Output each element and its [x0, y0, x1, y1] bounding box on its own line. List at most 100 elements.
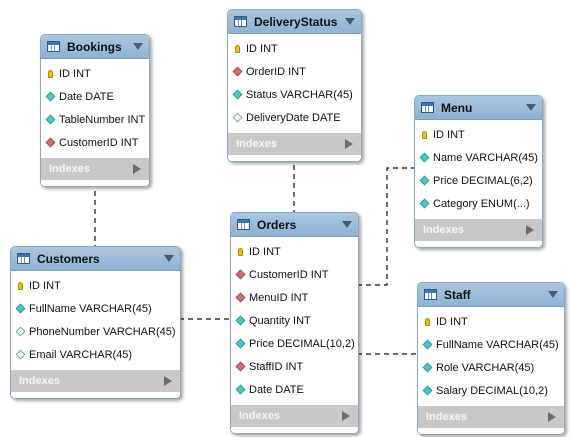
foreign-key-icon — [235, 269, 246, 280]
column-label: Email VARCHAR(45) — [29, 348, 133, 361]
expand-arrow-icon[interactable] — [526, 225, 534, 235]
table-header[interactable]: Bookings — [41, 35, 149, 59]
column-row[interactable]: FullName VARCHAR(45) — [418, 333, 564, 356]
table-header[interactable]: Staff — [418, 283, 564, 307]
not-null-column-icon — [15, 303, 26, 314]
table-header[interactable]: Orders — [231, 213, 358, 237]
expand-arrow-icon[interactable] — [133, 164, 141, 174]
relationship-orders-menu — [357, 167, 414, 286]
table-header[interactable]: DeliveryStatus — [228, 10, 361, 34]
expand-arrow-icon[interactable] — [342, 411, 350, 421]
table-header[interactable]: Customers — [11, 247, 180, 271]
not-null-column-icon — [422, 385, 433, 396]
table-icon — [421, 102, 434, 113]
not-null-column-icon — [419, 152, 430, 163]
column-label: FullName VARCHAR(45) — [436, 338, 559, 351]
column-row[interactable]: OrderID INT — [228, 60, 361, 83]
table-header[interactable]: Menu — [415, 96, 542, 120]
indexes-section[interactable]: Indexes — [41, 158, 149, 180]
indexes-label: Indexes — [426, 411, 467, 423]
primary-key-icon — [46, 68, 55, 79]
column-row[interactable]: CustomerID INT — [231, 263, 358, 286]
collapse-caret-icon[interactable] — [548, 291, 558, 298]
column-label: OrderID INT — [246, 65, 306, 78]
column-row[interactable]: Salary DECIMAL(10,2) — [418, 379, 564, 402]
collapse-caret-icon[interactable] — [133, 43, 143, 50]
column-row[interactable]: CustomerID INT — [41, 131, 149, 154]
indexes-label: Indexes — [19, 375, 60, 387]
column-row[interactable]: FullName VARCHAR(45) — [11, 297, 180, 320]
column-label: Name VARCHAR(45) — [433, 151, 538, 164]
column-row[interactable]: ID INT — [11, 274, 180, 297]
foreign-key-icon — [235, 361, 246, 372]
expand-arrow-icon[interactable] — [164, 376, 172, 386]
column-list: ID INT OrderID INT Status VARCHAR(45) Deliv… — [228, 34, 361, 133]
column-label: Date DATE — [59, 90, 114, 103]
column-row[interactable]: Role VARCHAR(45) — [418, 356, 564, 379]
foreign-key-icon — [45, 137, 56, 148]
table-icon — [47, 41, 60, 52]
column-label: ID INT — [59, 67, 91, 80]
table-staff[interactable]: Staff ID INT FullName VARCHAR(45) Role VARC… — [417, 282, 565, 435]
not-null-column-icon — [235, 384, 246, 395]
column-label: CustomerID INT — [59, 136, 139, 149]
not-null-column-icon — [45, 114, 56, 125]
column-row[interactable]: Category ENUM(...) — [415, 192, 542, 215]
column-list: ID INT Name VARCHAR(45) Price DECIMAL(6,2)… — [415, 120, 542, 219]
column-row[interactable]: Status VARCHAR(45) — [228, 83, 361, 106]
column-row[interactable]: DeliveryDate DATE — [228, 106, 361, 129]
primary-key-icon — [420, 129, 429, 140]
column-row[interactable]: Date DATE — [41, 85, 149, 108]
column-row[interactable]: StaffID INT — [231, 355, 358, 378]
column-row[interactable]: ID INT — [415, 123, 542, 146]
collapse-caret-icon[interactable] — [342, 221, 352, 228]
indexes-section[interactable]: Indexes — [418, 406, 564, 428]
column-row[interactable]: TableNumber INT — [41, 108, 149, 131]
not-null-column-icon — [235, 338, 246, 349]
column-row[interactable]: Price DECIMAL(6,2) — [415, 169, 542, 192]
indexes-label: Indexes — [239, 410, 280, 422]
column-label: Price DECIMAL(6,2) — [433, 174, 533, 187]
collapse-caret-icon[interactable] — [345, 18, 355, 25]
table-title: Staff — [444, 287, 471, 302]
table-bookings[interactable]: Bookings ID INT Date DATE TableNumber INT Cu… — [40, 34, 150, 187]
foreign-key-icon — [235, 292, 246, 303]
column-row[interactable]: Date DATE — [231, 378, 358, 401]
table-title: Menu — [441, 100, 473, 115]
indexes-section[interactable]: Indexes — [415, 219, 542, 241]
column-row[interactable]: Email VARCHAR(45) — [11, 343, 180, 366]
table-menu[interactable]: Menu ID INT Name VARCHAR(45) Price DECIMAL(… — [414, 95, 543, 248]
column-row[interactable]: PhoneNumber VARCHAR(45) — [11, 320, 180, 343]
nullable-column-icon — [232, 112, 243, 123]
table-title: Customers — [37, 251, 100, 266]
table-icon — [237, 219, 250, 230]
indexes-section[interactable]: Indexes — [11, 370, 180, 392]
table-title: Orders — [257, 217, 297, 232]
column-row[interactable]: ID INT — [231, 240, 358, 263]
column-list: ID INT Date DATE TableNumber INT CustomerID… — [41, 59, 149, 158]
column-row[interactable]: Quantity INT — [231, 309, 358, 332]
primary-key-icon — [236, 246, 245, 257]
column-row[interactable]: ID INT — [228, 37, 361, 60]
column-row[interactable]: MenuID INT — [231, 286, 358, 309]
column-row[interactable]: ID INT — [41, 62, 149, 85]
column-row[interactable]: Name VARCHAR(45) — [415, 146, 542, 169]
indexes-section[interactable]: Indexes — [231, 405, 358, 427]
collapse-caret-icon[interactable] — [526, 104, 536, 111]
indexes-section[interactable]: Indexes — [228, 133, 361, 155]
column-label: Quantity INT — [249, 314, 311, 327]
column-row[interactable]: Price DECIMAL(10,2) — [231, 332, 358, 355]
table-deliverystatus[interactable]: DeliveryStatus ID INT OrderID INT Status VA… — [227, 9, 362, 162]
expand-arrow-icon[interactable] — [345, 139, 353, 149]
not-null-column-icon — [232, 89, 243, 100]
column-label: DeliveryDate DATE — [246, 111, 341, 124]
expand-arrow-icon[interactable] — [548, 412, 556, 422]
nullable-column-icon — [15, 326, 26, 337]
foreign-key-icon — [232, 66, 243, 77]
column-row[interactable]: ID INT — [418, 310, 564, 333]
collapse-caret-icon[interactable] — [164, 255, 174, 262]
